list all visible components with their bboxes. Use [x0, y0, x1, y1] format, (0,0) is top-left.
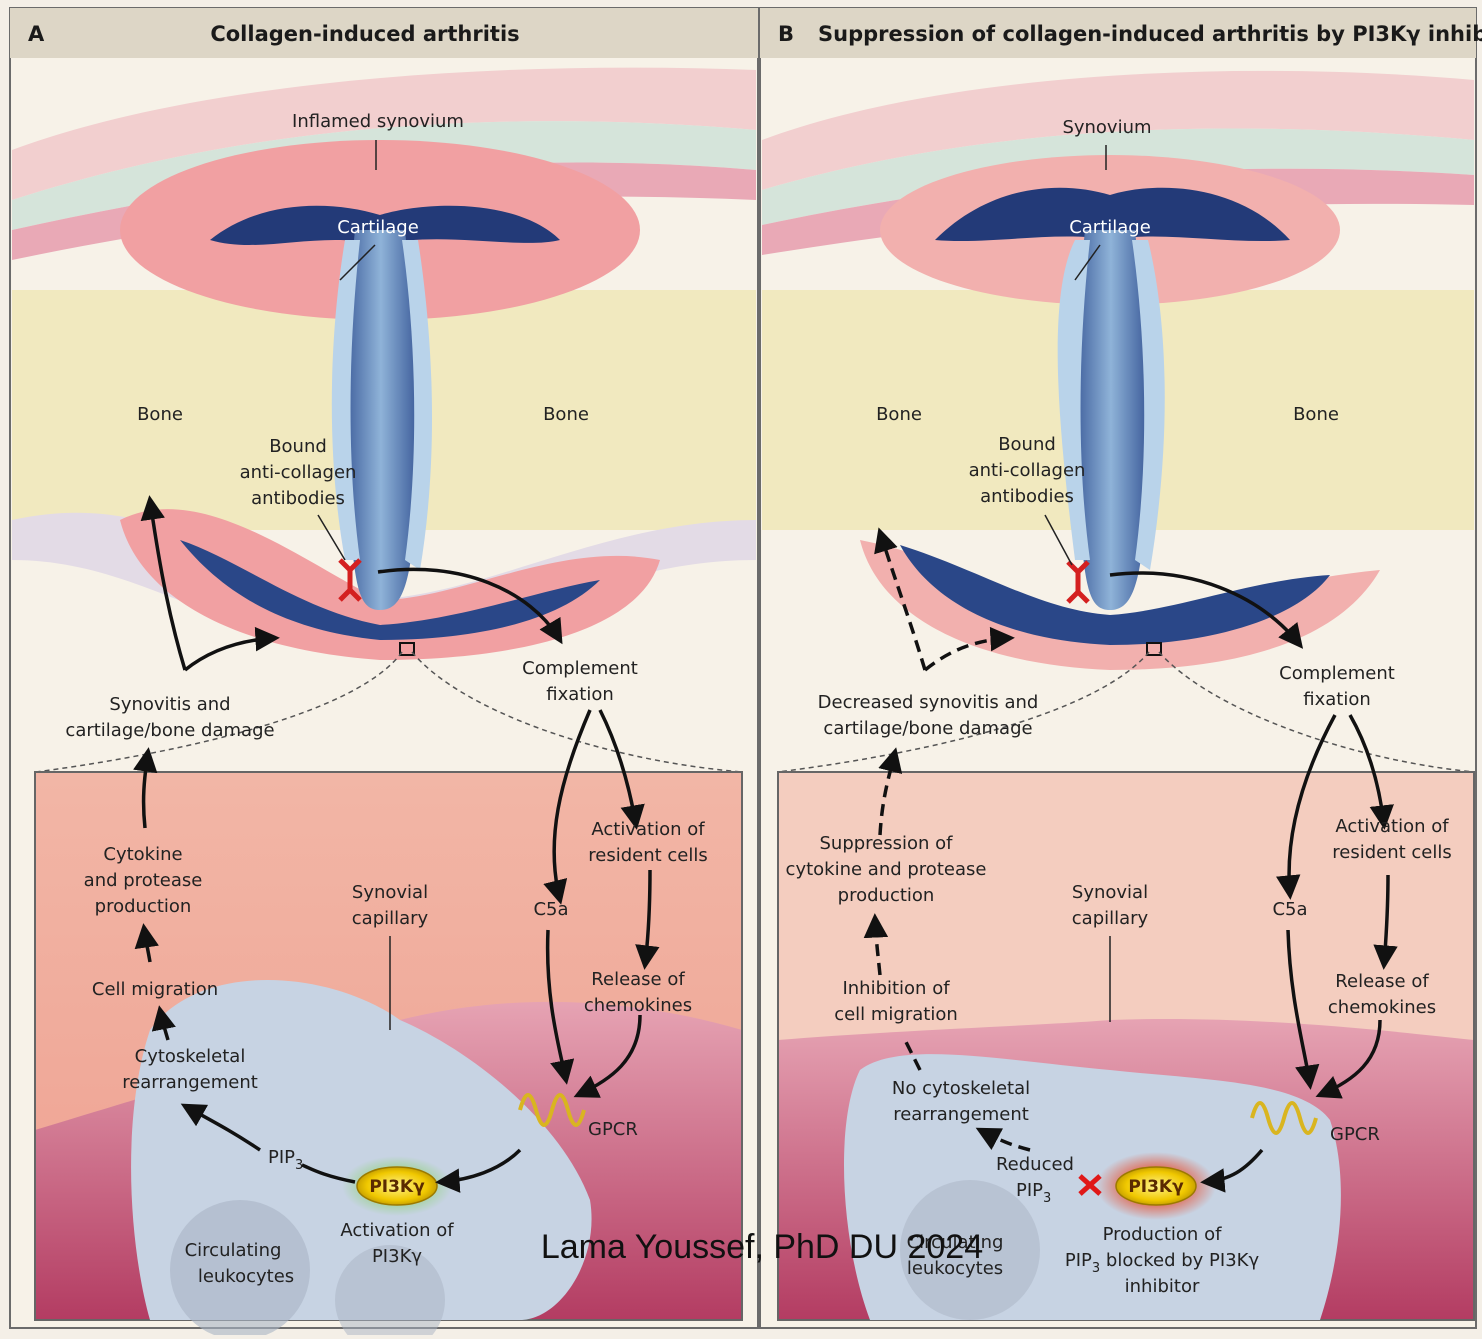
label-capillary-b-1: Synovial [1072, 882, 1148, 903]
label-inhibition-b-1: Inhibition of [842, 978, 950, 999]
label-gpcr-a: GPCR [588, 1119, 638, 1140]
label-decreased-b-2: cartilage/bone damage [823, 718, 1032, 739]
label-inhibition-b-2: cell migration [834, 1004, 958, 1025]
label-complement-a-1: Complement [522, 658, 638, 679]
label-bone-right-b: Bone [1293, 404, 1339, 425]
panel-b-title: Suppression of collagen-induced arthriti… [818, 22, 1482, 46]
label-decreased-b-1: Decreased synovitis and [818, 692, 1039, 713]
label-suppression-b-2: cytokine and protease [786, 859, 987, 880]
label-suppression-b-3: production [838, 885, 935, 906]
label-no-cytoskeletal-b-1: No cytoskeletal [892, 1078, 1030, 1099]
label-synovium-b: Synovium [1062, 117, 1151, 138]
label-capillary-b-2: capillary [1072, 908, 1149, 929]
label-release-a-2: chemokines [584, 995, 692, 1016]
label-complement-b-2: fixation [1303, 689, 1371, 710]
label-bound-a-2: anti-collagen [240, 462, 357, 483]
label-c5a-b: C5a [1272, 899, 1307, 920]
label-cell-migration-a: Cell migration [92, 979, 218, 1000]
label-activation-b-2: resident cells [1332, 842, 1452, 863]
label-complement-b-1: Complement [1279, 663, 1395, 684]
label-release-b-2: chemokines [1328, 997, 1436, 1018]
label-bound-b-2: anti-collagen [969, 460, 1086, 481]
label-inflamed-synovium: Inflamed synovium [292, 111, 464, 132]
label-pi3k-a: PI3Kγ [369, 1177, 425, 1197]
label-no-cytoskeletal-b-2: rearrangement [893, 1104, 1029, 1125]
label-leukocytes-a-1: Circulating [185, 1240, 282, 1261]
label-c5a-a: C5a [533, 899, 568, 920]
label-cytokine-a-1: Cytokine [103, 844, 182, 865]
label-cytokine-a-2: and protease [84, 870, 203, 891]
label-reduced-b: Reduced [996, 1154, 1074, 1175]
label-production-b-1: Production of [1103, 1224, 1223, 1245]
label-bound-a-3: antibodies [251, 488, 345, 509]
label-bone-left-b: Bone [876, 404, 922, 425]
label-bone-left-a: Bone [137, 404, 183, 425]
label-activation-pi3k-a-1: Activation of [340, 1220, 454, 1241]
label-cytoskeletal-a-2: rearrangement [122, 1072, 258, 1093]
label-cytoskeletal-a-1: Cytoskeletal [135, 1046, 246, 1067]
label-cartilage-a: Cartilage [337, 217, 419, 238]
label-activation-b-1: Activation of [1335, 816, 1449, 837]
label-cytokine-a-3: production [95, 896, 192, 917]
label-synovitis-a-1: Synovitis and [109, 694, 230, 715]
label-bound-b-3: antibodies [980, 486, 1074, 507]
label-pi3k-b: PI3Kγ [1128, 1177, 1184, 1197]
label-bound-a-1: Bound [269, 436, 327, 457]
label-release-a-1: Release of [591, 969, 685, 990]
watermark-credit: Lama Youssef, PhD DU 2024 [541, 1228, 983, 1266]
label-capillary-a-2: capillary [352, 908, 429, 929]
label-complement-a-2: fixation [546, 684, 614, 705]
label-leukocytes-a-2: leukocytes [198, 1266, 294, 1287]
label-synovitis-a-2: cartilage/bone damage [65, 720, 274, 741]
label-activation-a-1: Activation of [591, 819, 705, 840]
label-production-b-3: inhibitor [1125, 1276, 1200, 1297]
panel-b-letter: B [778, 22, 794, 46]
panel-a-letter: A [28, 22, 45, 46]
panel-a-title: Collagen-induced arthritis [210, 22, 519, 46]
label-bone-right-a: Bone [543, 404, 589, 425]
label-release-b-1: Release of [1335, 971, 1429, 992]
label-bound-b-1: Bound [998, 434, 1056, 455]
label-activation-a-2: resident cells [588, 845, 708, 866]
label-suppression-b-1: Suppression of [819, 833, 953, 854]
label-capillary-a-1: Synovial [352, 882, 428, 903]
label-cartilage-b: Cartilage [1069, 217, 1151, 238]
label-gpcr-b: GPCR [1330, 1124, 1380, 1145]
label-activation-pi3k-a-2: PI3Kγ [372, 1246, 422, 1267]
